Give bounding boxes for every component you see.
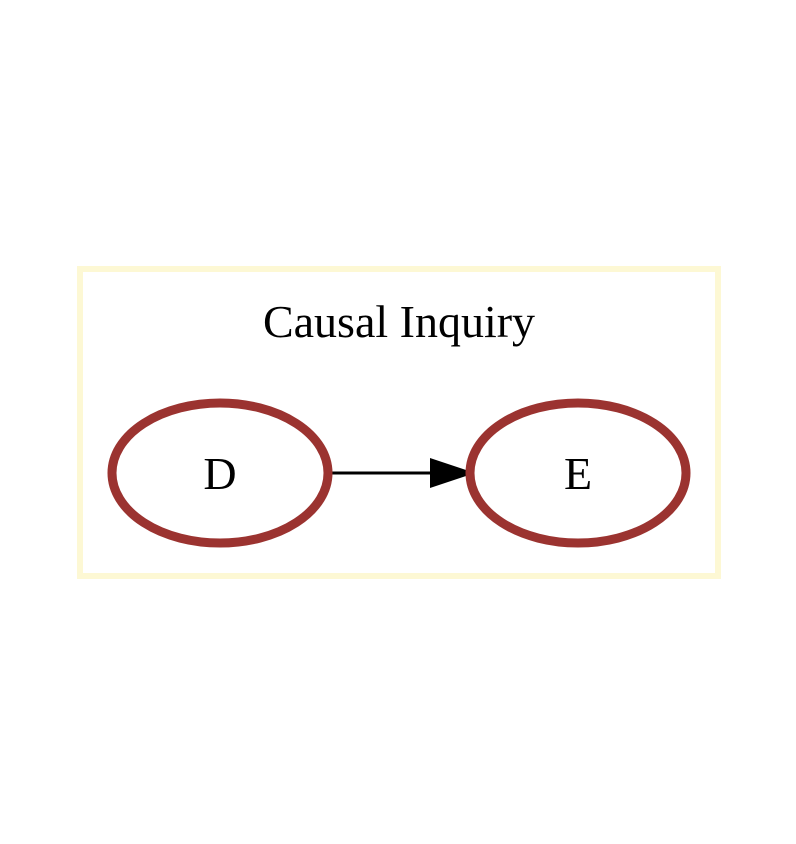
arrowhead-icon: [430, 458, 475, 488]
cluster-border: [77, 266, 721, 579]
node-e-ellipse: [465, 398, 691, 548]
node-d: D: [107, 398, 333, 548]
node-e: E: [465, 398, 691, 548]
cluster-causal-inquiry: Causal Inquiry: [77, 266, 721, 579]
node-d-label: D: [203, 448, 236, 499]
cluster-title: Causal Inquiry: [263, 296, 535, 347]
edge-d-to-e: [329, 458, 475, 488]
node-e-label: E: [564, 448, 592, 499]
node-d-ellipse: [107, 398, 333, 548]
